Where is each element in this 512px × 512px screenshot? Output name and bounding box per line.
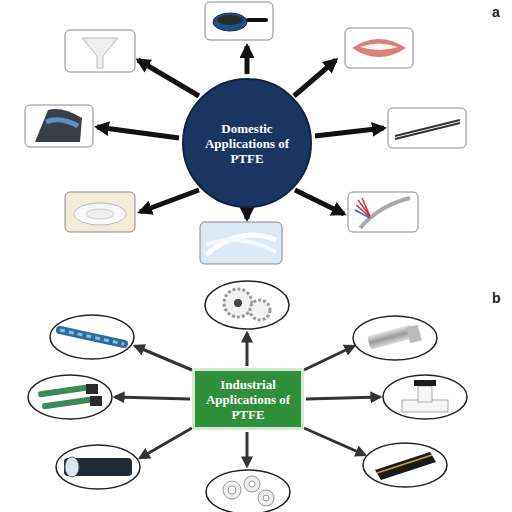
node-title: Industrial Applications of PTFE <box>192 373 304 426</box>
product-ellipses <box>28 281 467 512</box>
node-title: Domestic Applications of PTFE <box>193 117 301 170</box>
product-photos <box>25 2 466 264</box>
product-icons <box>38 289 448 506</box>
center-circle: Domestic Applications of PTFE <box>181 77 313 209</box>
arrows-a <box>97 46 384 219</box>
center-box: Industrial Applications of PTFE <box>192 368 304 430</box>
arrows-b <box>115 333 380 466</box>
panel-letter: b <box>492 290 501 306</box>
panel-letter: a <box>492 4 500 20</box>
